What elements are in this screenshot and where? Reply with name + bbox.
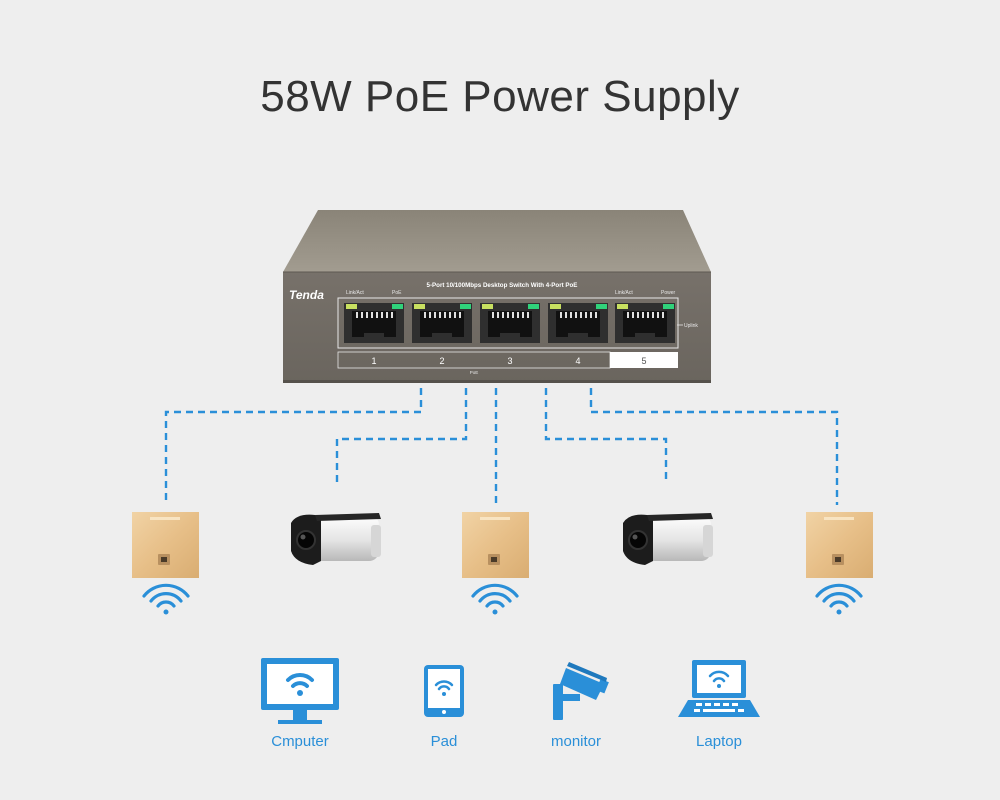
switch-label-power: Power [661, 290, 676, 296]
client-label-pad: Pad [430, 733, 458, 750]
pad-icon [424, 665, 464, 717]
access-point-2 [462, 512, 529, 578]
port-number-4: 4 [575, 356, 580, 366]
client-label-computer: Cmputer [271, 733, 329, 750]
ip-camera-2 [623, 513, 713, 565]
link-port2-camera1 [335, 340, 468, 482]
port5-number-plate [610, 352, 678, 368]
page-title: 58W PoE Power Supply [260, 72, 740, 121]
port-number-3: 3 [507, 356, 512, 366]
link-port4a-camera2 [544, 340, 668, 482]
switch-label-link-right: Link/Act [615, 290, 633, 296]
wifi-signal-icon [471, 583, 519, 615]
client-label-laptop: Laptop [696, 733, 742, 750]
client-label-monitor: monitor [550, 733, 602, 750]
switch-brand: Tenda [289, 288, 324, 302]
wifi-signal-icon [142, 583, 190, 615]
access-point-1 [132, 512, 199, 578]
switch-label-poe: PoE [392, 290, 402, 296]
port-number-1: 1 [371, 356, 376, 366]
switch-label-link-left: Link/Act [346, 290, 364, 296]
monitor-camera-icon [553, 662, 609, 720]
switch-top [283, 210, 711, 272]
port-number-2: 2 [439, 356, 444, 366]
switch-model-text: 5-Port 10/100Mbps Desktop Switch With 4-… [427, 282, 578, 289]
access-point-3 [806, 512, 873, 578]
port-leds [346, 304, 674, 309]
switch-bar-poe-label: PoE [470, 370, 479, 375]
wifi-signal-icon [815, 583, 863, 615]
switch-label-uplink: Uplink [684, 323, 698, 329]
ip-camera-1 [291, 513, 381, 565]
computer-icon [261, 658, 339, 724]
port-number-5: 5 [641, 356, 646, 366]
poe-switch: Tenda 5-Port 10/100Mbps Desktop Switch W… [283, 210, 711, 383]
laptop-icon [678, 660, 760, 717]
